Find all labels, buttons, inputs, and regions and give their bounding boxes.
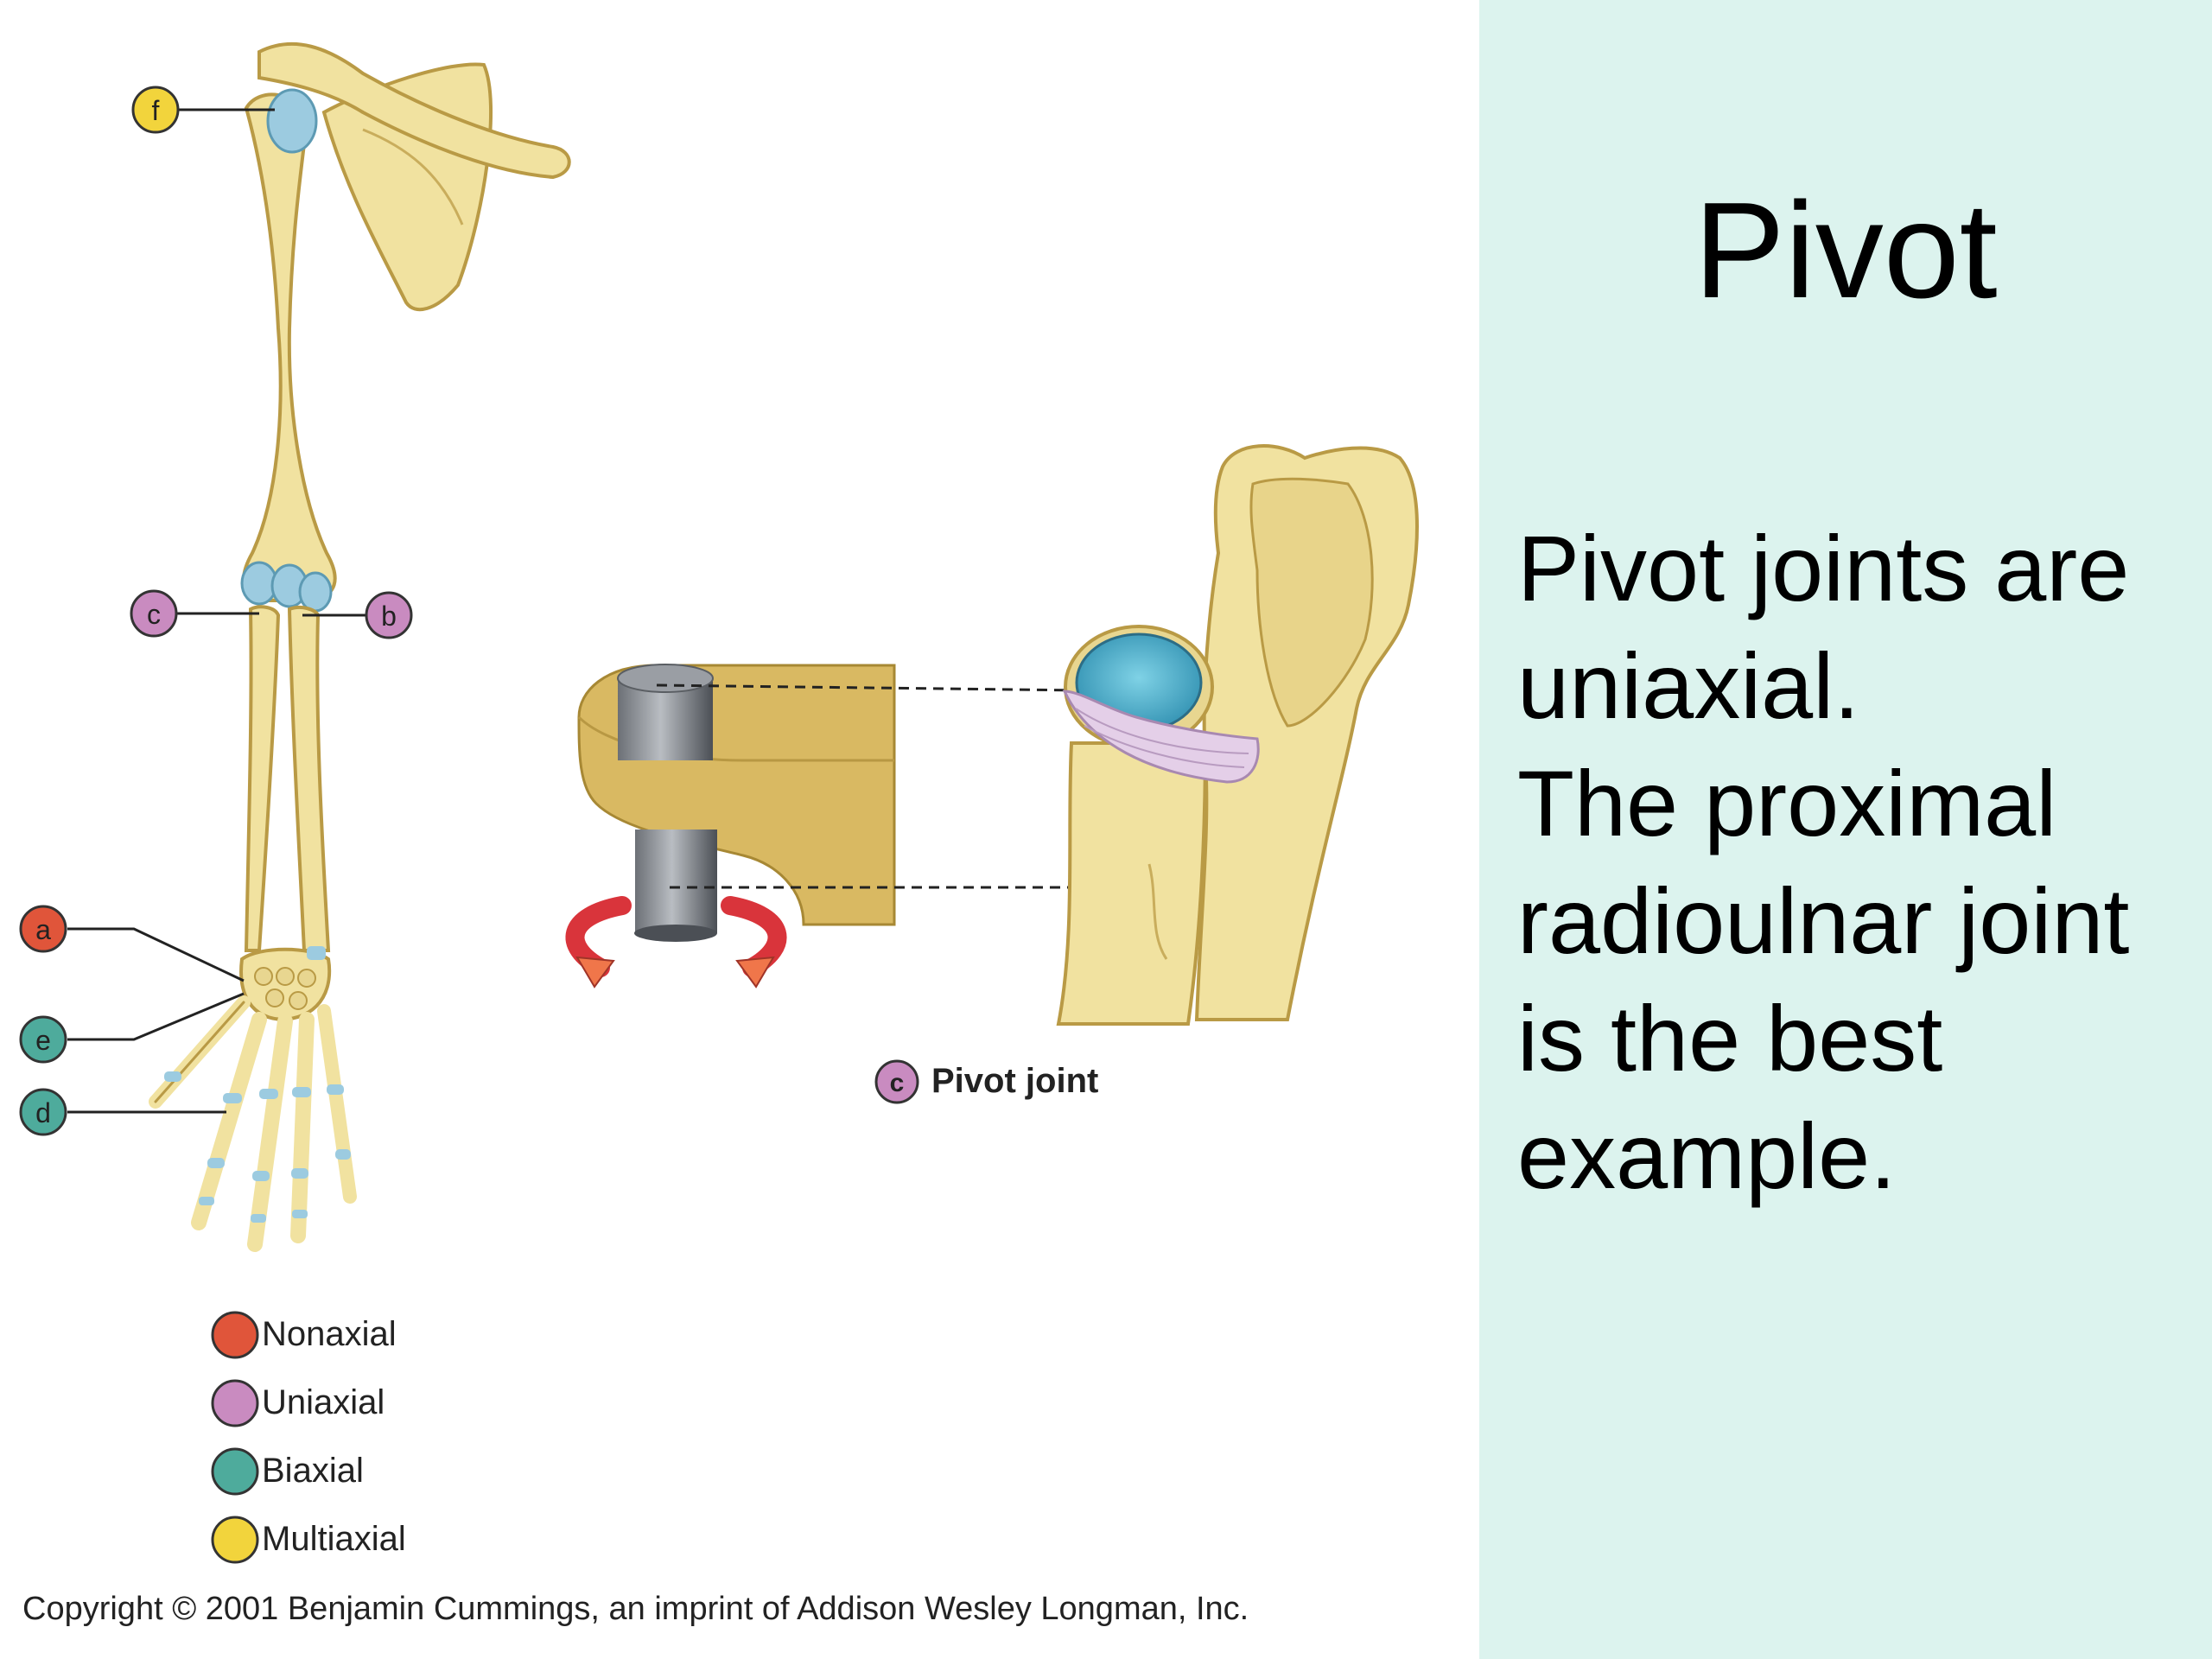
marker-b: b bbox=[365, 591, 413, 639]
legend-item-biaxial: Biaxial bbox=[211, 1447, 364, 1496]
fingers bbox=[149, 995, 357, 1252]
svg-text:Biaxial: Biaxial bbox=[262, 1452, 364, 1490]
marker-e: e bbox=[19, 1015, 67, 1064]
leader-lines bbox=[67, 108, 373, 1114]
svg-text:f: f bbox=[152, 95, 160, 126]
joint-figure: f c b a e d bbox=[19, 41, 1419, 1627]
pivot-joint-label: c Pivot joint bbox=[874, 1059, 1098, 1104]
svg-text:c: c bbox=[890, 1069, 905, 1097]
svg-text:b: b bbox=[381, 601, 397, 632]
slide-body: Pivot joints are uniaxial. The proximal … bbox=[1517, 510, 2200, 1215]
humeral-head-cartilage bbox=[266, 88, 318, 154]
svg-text:Multiaxial: Multiaxial bbox=[262, 1520, 406, 1558]
copyright-notice: Copyright © 2001 Benjamin Cummings, an i… bbox=[22, 1591, 1249, 1627]
svg-text:d: d bbox=[35, 1097, 51, 1128]
body-line: example. bbox=[1517, 1103, 1897, 1208]
pivot-model bbox=[577, 664, 896, 942]
body-line: The proximal bbox=[1517, 751, 2057, 855]
proximal-ulna bbox=[1194, 444, 1419, 1021]
svg-text:e: e bbox=[35, 1025, 51, 1056]
humerus bbox=[242, 92, 337, 602]
slide-title: Pivot bbox=[1694, 175, 1998, 327]
legend-item-uniaxial: Uniaxial bbox=[211, 1379, 385, 1427]
text-panel: Pivot Pivot joints are uniaxial. The pro… bbox=[1479, 0, 2212, 1659]
marker-a: a bbox=[19, 905, 67, 953]
dashed-guides bbox=[656, 683, 1154, 889]
body-line: is the best bbox=[1517, 986, 1943, 1090]
annular-ligament bbox=[1062, 690, 1260, 784]
marker-d: d bbox=[19, 1088, 67, 1136]
carpals bbox=[239, 946, 332, 1022]
proximal-radius bbox=[1056, 625, 1214, 1026]
legend-item-nonaxial: Nonaxial bbox=[211, 1311, 397, 1359]
marker-c: c bbox=[130, 589, 178, 638]
finger-joint-cartilage bbox=[164, 1071, 351, 1223]
legend-item-multiaxial: Multiaxial bbox=[211, 1516, 406, 1564]
clavicle bbox=[257, 41, 571, 180]
legend: Nonaxial Uniaxial Biaxial Multiaxial bbox=[211, 1311, 406, 1564]
svg-text:a: a bbox=[35, 914, 51, 945]
marker-f: f bbox=[131, 86, 180, 134]
rotation-arrow bbox=[565, 896, 787, 988]
elbow-cartilage bbox=[240, 561, 333, 613]
svg-text:Nonaxial: Nonaxial bbox=[262, 1315, 397, 1353]
body-line: uniaxial. bbox=[1517, 633, 1860, 738]
body-line: Pivot joints are bbox=[1517, 516, 2130, 620]
body-line: radioulnar joint bbox=[1517, 868, 2130, 973]
forearm-bones bbox=[244, 605, 331, 952]
svg-text:c: c bbox=[147, 599, 161, 630]
svg-text:Pivot joint: Pivot joint bbox=[931, 1062, 1098, 1100]
svg-text:Uniaxial: Uniaxial bbox=[262, 1383, 385, 1421]
anatomy-illustration: f c b a e d bbox=[19, 41, 1419, 1627]
